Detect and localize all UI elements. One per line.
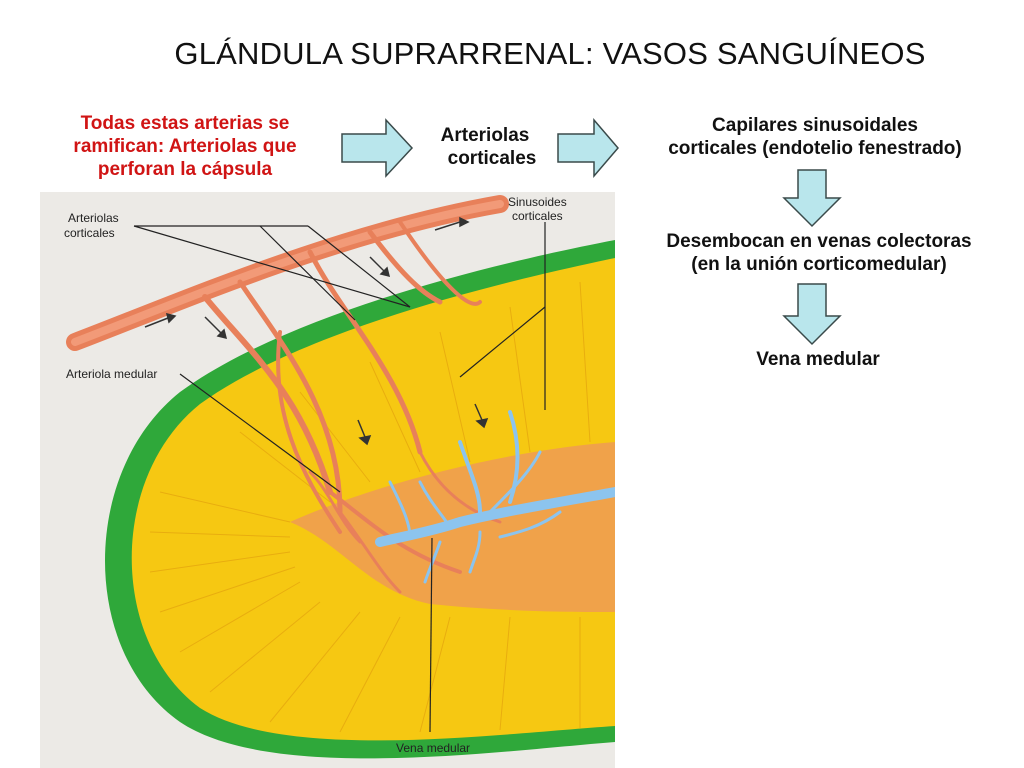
flow-box-vena-medular: Vena medular <box>756 349 880 370</box>
down-arrow-icon <box>782 169 842 228</box>
right-arrow-icon <box>557 118 619 178</box>
flow-box-arterias-line-2: ramifican: Arteriolas que <box>73 136 297 157</box>
slide-title: GLÁNDULA SUPRARRENAL: VASOS SANGUÍNEOS <box>174 36 926 71</box>
label-arteriolas-corticales-line-2: corticales <box>64 226 115 240</box>
flow-box-venas-line-1: Desembocan en venas colectoras <box>666 231 972 252</box>
flow-box-arteriolas-line-2: corticales <box>447 148 537 169</box>
right-arrow-icon <box>341 118 414 178</box>
adrenal-blood-vessels-figure: Arteriolas corticales Sinusoides cortica… <box>40 192 615 768</box>
flow-box-arteriolas-line-1: Arteriolas <box>440 125 530 146</box>
label-arteriolas-corticales-line-1: Arteriolas <box>68 211 119 225</box>
label-sinusoides-corticales-line-1: Sinusoides <box>508 195 567 209</box>
flow-box-capilares: Capilares sinusoidales corticales (endot… <box>620 114 1010 160</box>
label-vena-medular: Vena medular <box>396 741 470 755</box>
flow-box-arterias: Todas estas arterias se ramifican: Arter… <box>40 112 330 181</box>
flow-box-capilares-line-1: Capilares sinusoidales <box>712 115 918 136</box>
flow-box-venas-colectoras: Desembocan en venas colectoras (en la un… <box>624 230 1014 276</box>
label-sinusoides-corticales-line-2: corticales <box>512 209 563 223</box>
flow-box-arterias-line-3: perforan la cápsula <box>97 159 273 180</box>
flow-box-arterias-line-1: Todas estas arterias se <box>80 113 290 134</box>
flow-box-capilares-line-2: corticales (endotelio fenestrado) <box>668 138 962 159</box>
flow-box-venas-line-2: (en la unión corticomedular) <box>691 254 947 275</box>
down-arrow-icon <box>782 283 842 346</box>
label-arteriola-medular: Arteriola medular <box>66 367 157 381</box>
flow-box-arteriolas-corticales: Arteriolas corticales <box>420 124 550 170</box>
